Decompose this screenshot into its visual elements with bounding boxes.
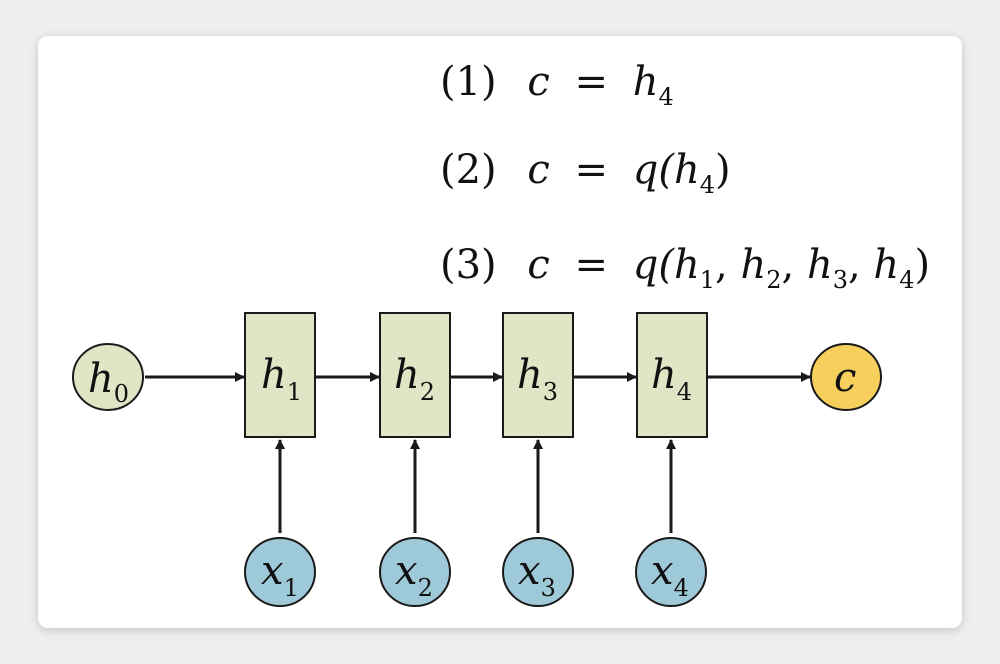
equation-3-term-2-sub: 2: [766, 266, 781, 294]
equation-3-term-1: h: [674, 242, 700, 288]
input-circle-3: [502, 537, 574, 607]
hidden-state-label-3: h3: [517, 352, 558, 406]
hidden-state-label-4: h4: [651, 352, 692, 406]
equation-2-close: ): [715, 147, 731, 193]
hidden-state-label-2: h2: [394, 352, 435, 406]
input-circle-2: [379, 537, 451, 607]
input-node-1: x1: [244, 537, 316, 607]
input-label-2: x2: [395, 548, 433, 602]
equation-2-term-sub: 4: [700, 171, 715, 199]
input-node-2: x2: [379, 537, 451, 607]
input-label-4: x4: [651, 548, 689, 602]
input-node-4: x4: [635, 537, 707, 607]
equation-2-equals: =: [575, 147, 609, 193]
hidden-state-box-1: [244, 312, 316, 438]
hidden-state-node-1: h1: [244, 312, 316, 438]
equation-1-term: h: [633, 59, 659, 105]
equation-3-lhs: c: [527, 242, 549, 288]
equation-3-comma-2: ,: [782, 242, 807, 288]
hidden-state-label-1: h1: [261, 352, 302, 406]
initial-state-node: h0: [72, 343, 144, 411]
equation-1-equals: =: [575, 59, 609, 105]
equation-1: (1) c = h4: [440, 59, 674, 111]
figure-card: [38, 36, 962, 628]
output-circle: [810, 343, 882, 411]
equation-2: (2) c = q(h4): [440, 147, 731, 199]
input-arrows: [275, 439, 676, 533]
equation-3-term-4-sub: 4: [899, 266, 914, 294]
equation-3-term-3: h: [807, 242, 833, 288]
output-label: c: [834, 355, 856, 401]
hidden-state-node-4: h4: [636, 312, 708, 438]
equation-2-func: q(: [633, 147, 676, 193]
hidden-state-node-2: h2: [379, 312, 451, 438]
initial-state-circle: [72, 343, 144, 411]
initial-state-label: h0: [88, 356, 129, 408]
input-label-1: x1: [261, 548, 299, 602]
hidden-state-box-2: [379, 312, 451, 438]
hidden-state-box-3: [502, 312, 574, 438]
hidden-state-box-4: [636, 312, 708, 438]
equation-list: (1) c = h4 (2) c = q(h4) (3) c = q(h1, h…: [440, 59, 930, 294]
hidden-state-node-3: h3: [502, 312, 574, 438]
equation-3-term-3-sub: 3: [833, 266, 848, 294]
equation-2-number: (2): [440, 147, 497, 193]
equation-3-comma-3: ,: [848, 242, 873, 288]
output-node: c: [810, 343, 882, 411]
equation-3-func: q(: [633, 242, 676, 288]
equation-1-lhs: c: [527, 59, 549, 105]
equation-3-term-4: h: [873, 242, 899, 288]
equation-3-number: (3): [440, 242, 497, 288]
equation-2-term: h: [674, 147, 700, 193]
equation-3-term-1-sub: 1: [700, 266, 715, 294]
equation-3-close: ): [914, 242, 930, 288]
equation-2-lhs: c: [527, 147, 549, 193]
equation-3: (3) c = q(h1, h2, h3, h4): [440, 242, 930, 294]
equation-1-number: (1): [440, 59, 497, 105]
input-label-3: x3: [518, 548, 556, 602]
input-circle-1: [244, 537, 316, 607]
input-node-3: x3: [502, 537, 574, 607]
input-circle-4: [635, 537, 707, 607]
equation-1-term-sub: 4: [659, 83, 674, 111]
equation-3-equals: =: [575, 242, 609, 288]
equation-3-term-2: h: [740, 242, 766, 288]
equation-3-comma-1: ,: [715, 242, 740, 288]
